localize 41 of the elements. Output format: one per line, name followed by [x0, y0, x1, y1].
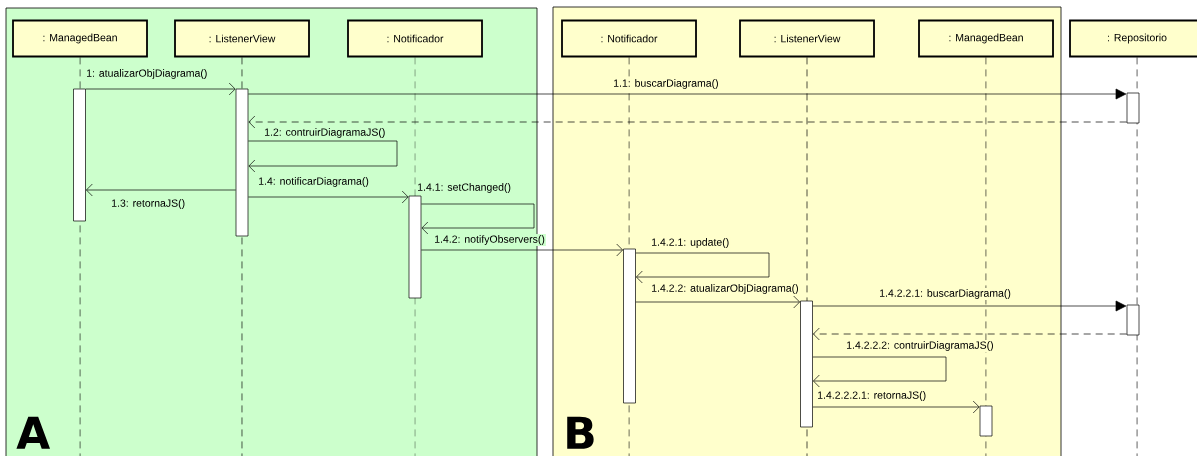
message-arrow	[248, 88, 1127, 100]
edge-label: 1.1: buscarDiagrama()	[612, 78, 720, 90]
message-arrow	[248, 115, 1127, 129]
message-arrow	[812, 300, 1127, 312]
edge-label: 1.4.2.2.2: contruirDiagramaJS()	[845, 340, 995, 352]
lifeline-head: : Notificador	[561, 19, 697, 58]
activation-bar	[800, 300, 813, 428]
activation-bar	[1126, 304, 1140, 336]
message-arrow	[635, 295, 800, 309]
lifeline-head: : ManagedBean	[918, 19, 1054, 58]
lifeline-head: : ListenerView	[739, 19, 875, 58]
message-arrow	[248, 190, 409, 204]
activation-bar	[1126, 92, 1140, 124]
edge-label: 1.4.1: setChanged()	[416, 182, 512, 194]
message-arrow	[85, 82, 236, 96]
lifeline-head: : Notificador	[347, 19, 483, 58]
edge-label: 1.2: contruirDiagramaJS()	[263, 127, 387, 139]
message-arrow	[812, 400, 980, 414]
edge-label: 1.4.2.1: update()	[650, 237, 731, 249]
edge-label: 1.4.2.2.2.1: retornaJS()	[816, 390, 928, 402]
message-arrow	[248, 140, 398, 173]
edge-label: 1.4: notificarDiagrama()	[257, 176, 370, 188]
lifeline-head: : Repositorio	[1069, 19, 1197, 58]
edge-label: 1.4.2.2: atualizarObjDiagrama()	[650, 283, 800, 295]
edge-label: 1.4.2: notifyObservers()	[433, 234, 546, 246]
message-arrow	[86, 183, 236, 197]
activation-bar	[979, 405, 993, 437]
activation-bar	[623, 248, 636, 404]
message-arrow	[813, 327, 1127, 341]
message-arrow	[421, 203, 535, 235]
message-arrow	[421, 243, 623, 257]
edge-label: 1.3: retornaJS()	[110, 198, 187, 210]
activation-bar	[73, 88, 86, 222]
edge-label: 1: atualizarObjDiagrama()	[85, 68, 209, 80]
message-arrow	[635, 252, 770, 284]
activation-bar	[408, 195, 422, 299]
activation-bar	[235, 88, 249, 237]
lifeline-head: : ListenerView	[174, 19, 310, 58]
message-arrow	[812, 356, 947, 388]
edge-label: 1.4.2.2.1: buscarDiagrama()	[878, 288, 1012, 300]
lifeline-head: : ManagedBean	[12, 19, 148, 58]
